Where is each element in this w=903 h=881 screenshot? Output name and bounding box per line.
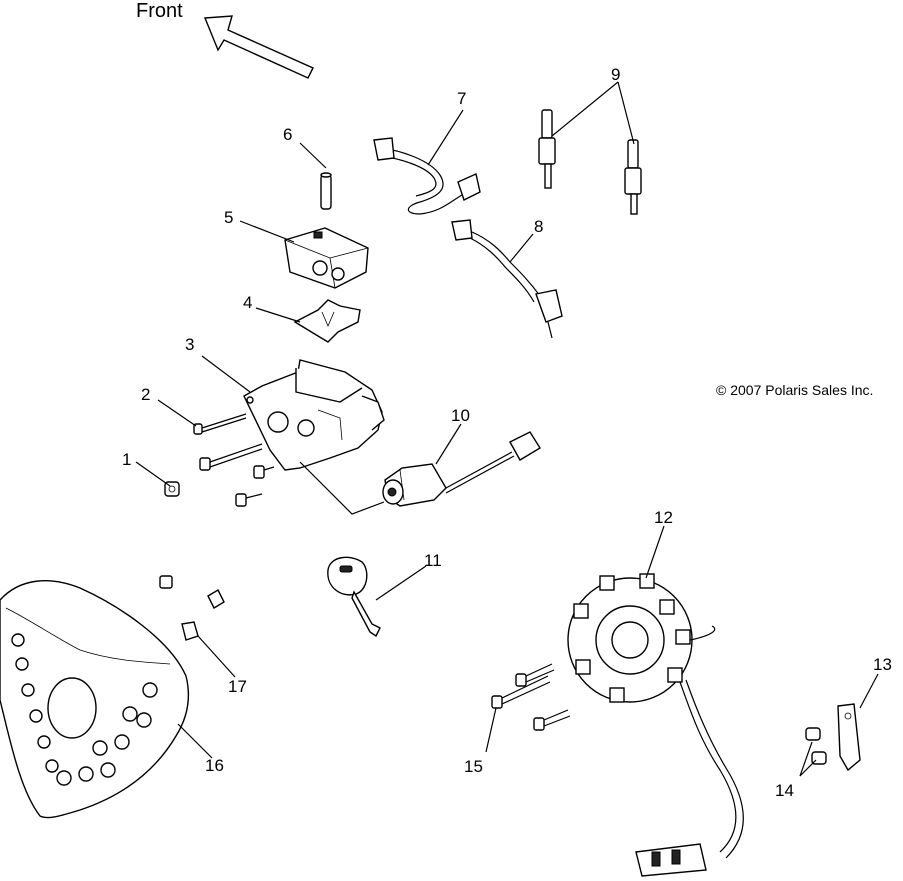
- screw-small-b: [235, 493, 263, 507]
- callout-11: 11: [424, 551, 442, 570]
- part-2-screw: [193, 413, 247, 435]
- part-13-bracket: [837, 703, 861, 772]
- callout-13: 13: [873, 655, 892, 674]
- part-11-key: [327, 556, 381, 638]
- front-label: Front: [136, 0, 183, 22]
- leader-lines: [135, 81, 879, 777]
- part-16-housing: [0, 580, 190, 819]
- screw-small-a: [253, 465, 275, 479]
- part-12-stator: [567, 573, 744, 877]
- part-14-nuts: [805, 727, 827, 765]
- part-4-clip: [293, 299, 361, 343]
- callout-4: 4: [243, 293, 252, 312]
- part-15-screws: [491, 663, 571, 731]
- part-3-bracket: [243, 359, 385, 471]
- part-9-plug-b: [624, 139, 642, 215]
- callout-9: 9: [611, 65, 620, 84]
- callout-17: 17: [228, 677, 247, 696]
- callout-10: 10: [451, 406, 470, 425]
- callout-2: 2: [141, 385, 150, 404]
- callout-5: 5: [224, 208, 233, 227]
- part-6-pin: [320, 172, 332, 210]
- callout-3: 3: [185, 335, 194, 354]
- copyright-text: © 2007 Polaris Sales Inc.: [716, 382, 873, 398]
- part-10-switch: [382, 431, 541, 507]
- part-5-coil: [284, 227, 369, 289]
- callout-15: 15: [464, 757, 483, 776]
- callout-14: 14: [775, 781, 794, 800]
- screw-long: [199, 443, 263, 471]
- callout-1: 1: [122, 450, 131, 469]
- callout-8: 8: [534, 217, 543, 236]
- callout-7: 7: [457, 89, 466, 108]
- switch-mount-line: [299, 461, 385, 515]
- callout-6: 6: [283, 125, 292, 144]
- part-9-plug-a: [538, 109, 556, 189]
- callout-12: 12: [654, 508, 673, 527]
- callout-16: 16: [205, 756, 224, 775]
- part-17-clips: [159, 575, 225, 641]
- part-8-wire: [451, 219, 563, 339]
- part-7-wire: [373, 137, 481, 215]
- front-arrow: [203, 15, 314, 79]
